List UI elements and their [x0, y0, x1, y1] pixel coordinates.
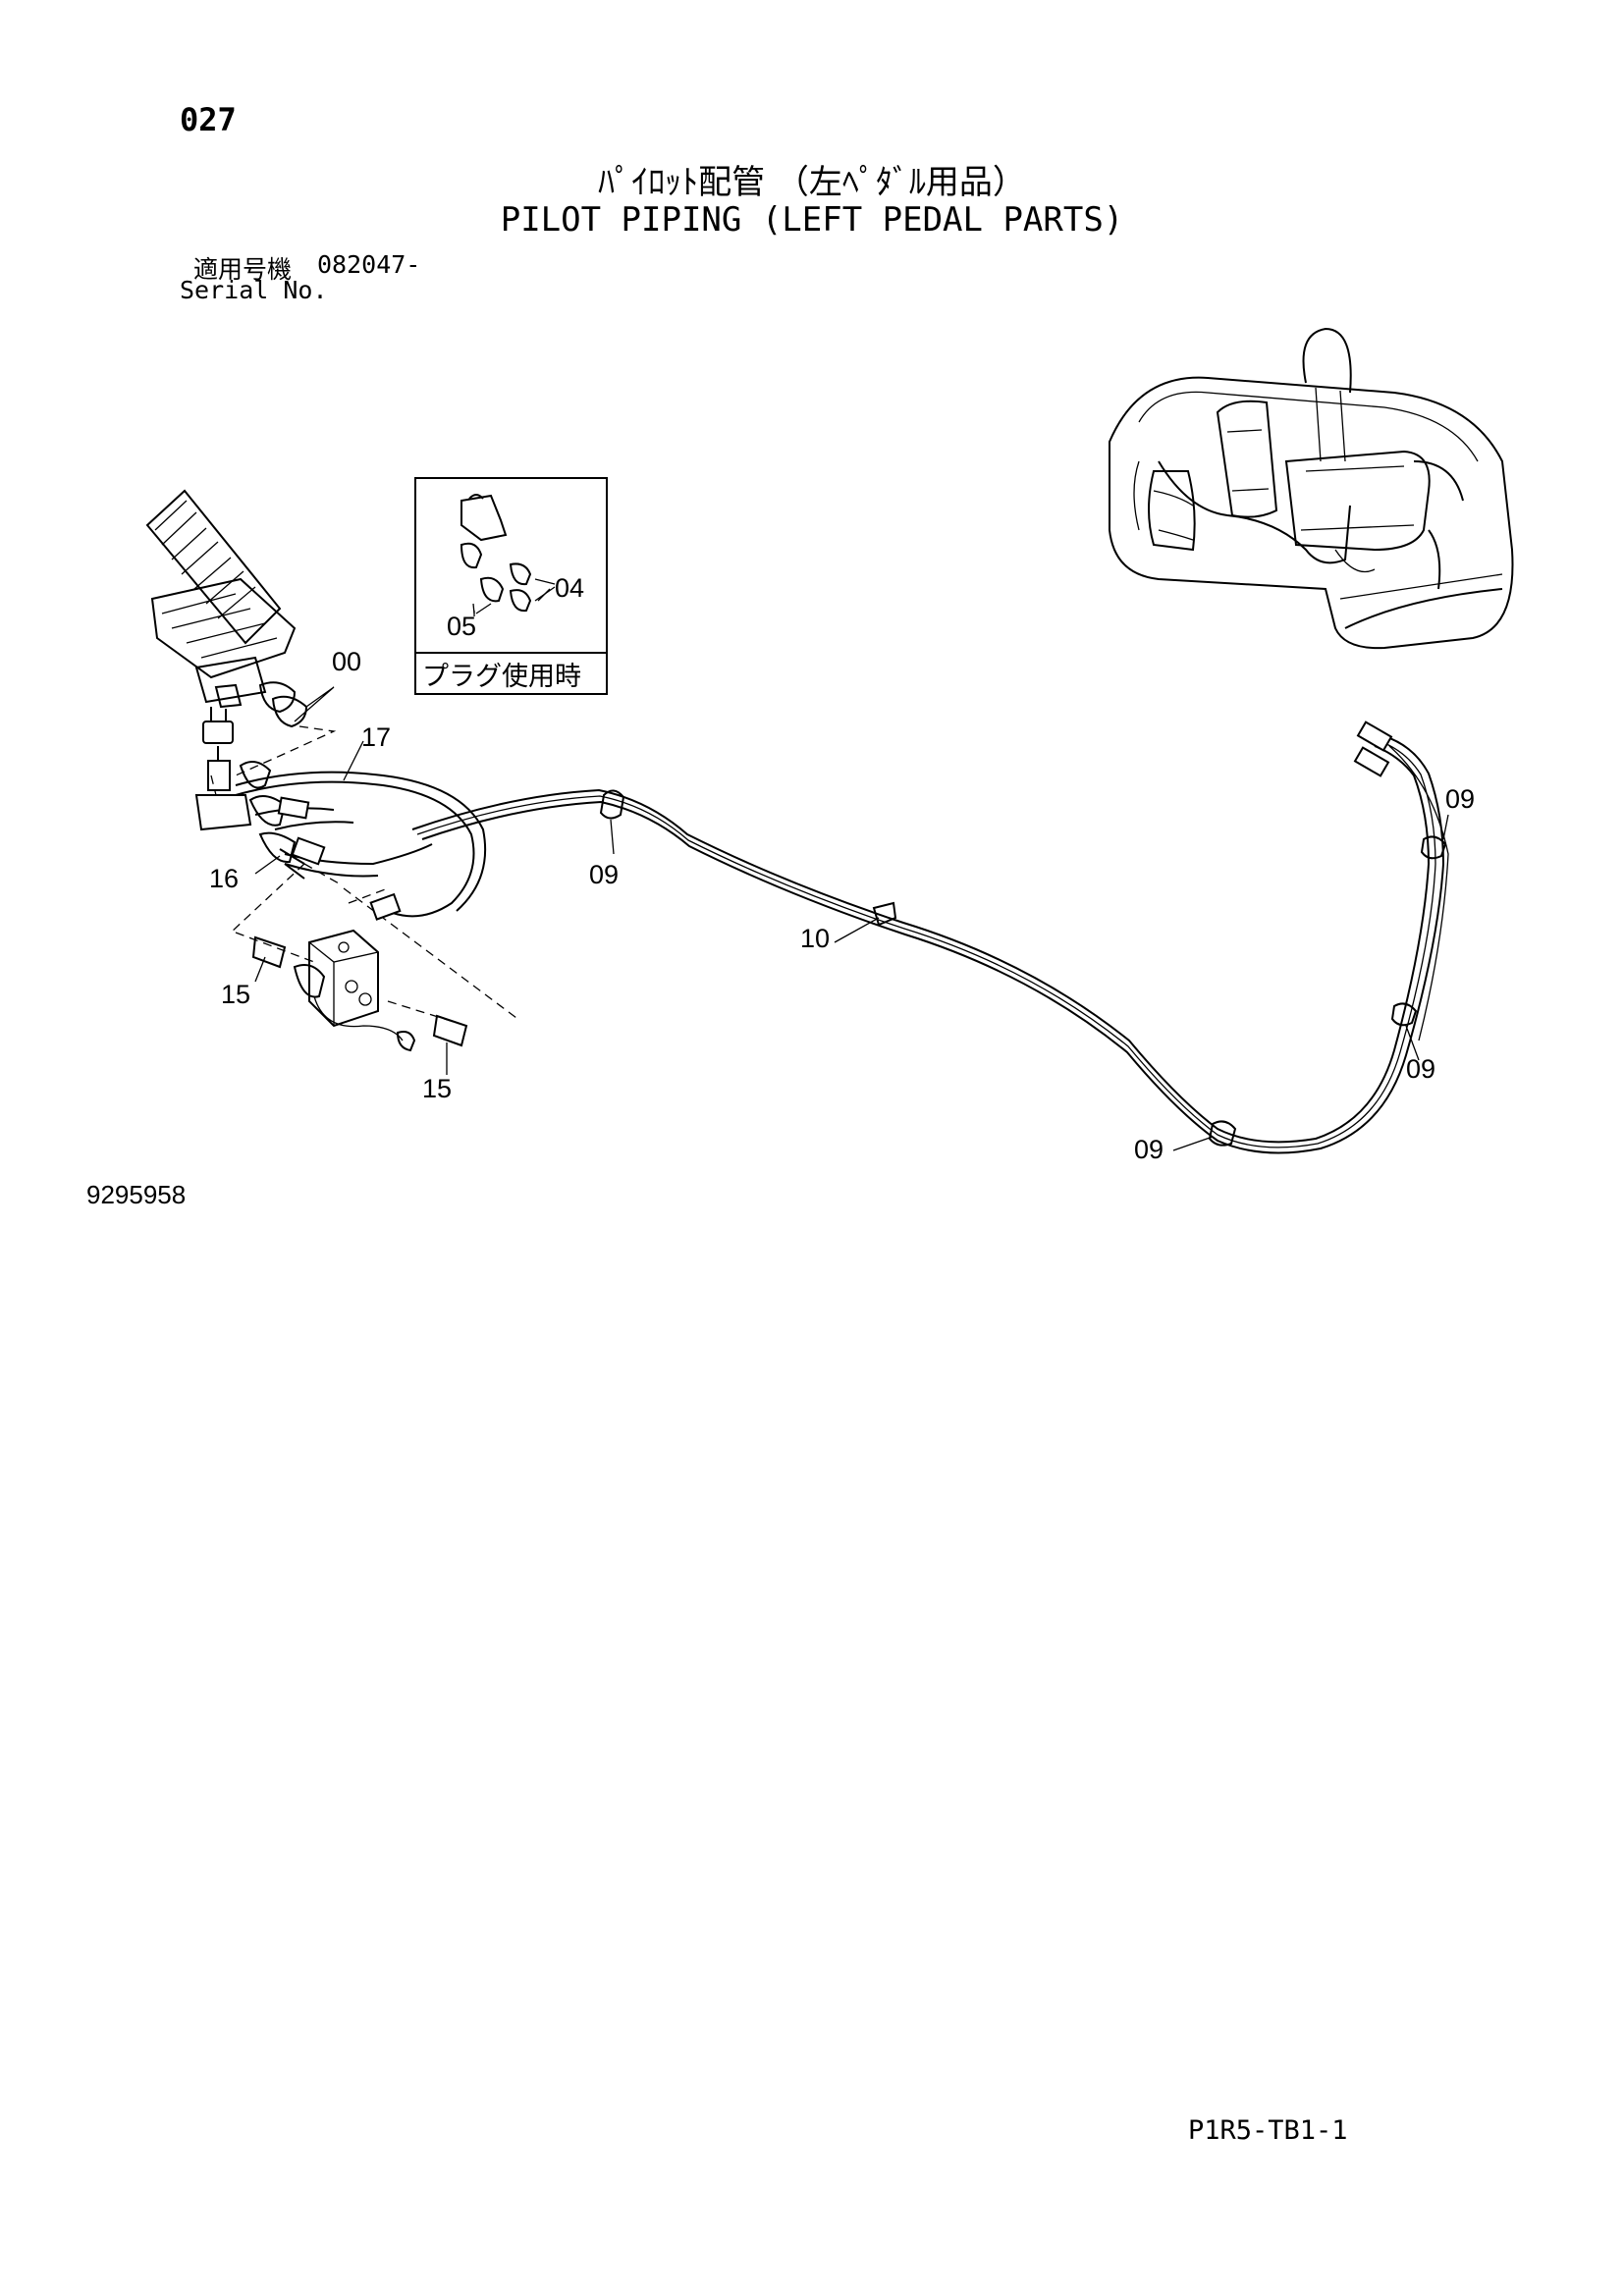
callout-04: 04 [555, 573, 584, 603]
hose-bundle-illustration [411, 721, 1449, 1154]
machine-overview-illustration [1109, 327, 1514, 650]
pilot-valve-block-illustration [251, 929, 468, 1052]
parts-diagram: 00 04 05 プラグ使用時 17 16 15 15 09 10 09 09 … [145, 327, 1514, 1164]
page-code: P1R5-TB1-1 [1188, 2115, 1348, 2146]
callout-leaders [254, 588, 1449, 1151]
callout-05: 05 [447, 612, 476, 641]
serial-label-english: Serial No. [180, 276, 328, 304]
callout-09-top-right: 09 [1445, 784, 1475, 814]
page-number: 027 [180, 101, 237, 138]
serial-label-japanese: 適用号機 [193, 255, 293, 284]
serial-number-value: 082047- [317, 250, 421, 279]
callout-17: 17 [361, 722, 391, 752]
callout-09-left: 09 [589, 860, 619, 889]
callout-15-right: 15 [422, 1074, 452, 1103]
drawing-number: 9295958 [86, 1180, 187, 1209]
callout-16: 16 [209, 864, 239, 893]
callout-10: 10 [800, 924, 830, 953]
pilot-hoses-illustration [235, 771, 487, 921]
callout-00: 00 [332, 647, 361, 676]
callout-09-bottom: 09 [1134, 1135, 1164, 1164]
page-title-japanese: ﾊﾟｲﾛｯﾄ配管 （左ﾍﾟﾀﾞﾙ用品） [598, 163, 1026, 202]
pedal-assembly-illustration [145, 489, 308, 880]
plug-option-inset [414, 477, 608, 695]
page-title-english: PILOT PIPING (LEFT PEDAL PARTS) [500, 200, 1124, 240]
callout-15-left: 15 [221, 980, 250, 1009]
inset-caption: プラグ使用時 [422, 662, 581, 692]
callout-09-middle-right: 09 [1406, 1054, 1435, 1084]
